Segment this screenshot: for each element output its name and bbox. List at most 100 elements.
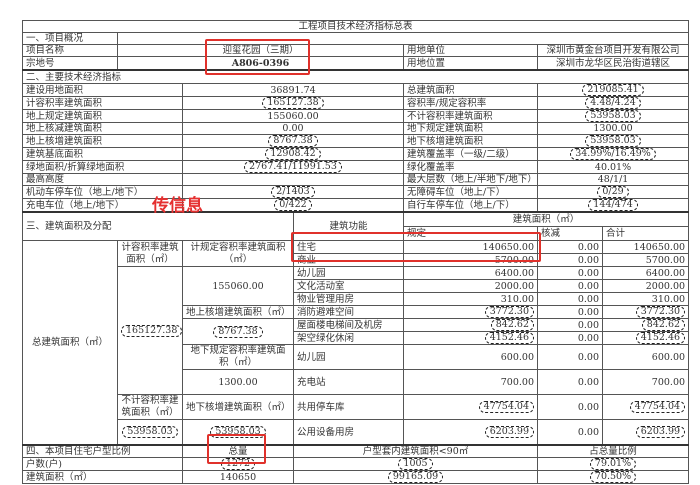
indicator-value: 8767.38 xyxy=(182,134,404,148)
cloud-markup: 842.62 xyxy=(641,319,686,331)
total-area: 600.00 xyxy=(601,344,690,370)
section-4-heading: 四、本项目住宅户型比例 xyxy=(22,444,183,458)
indicator-label: 容积率/规定容积率 xyxy=(403,96,538,110)
indicator-label: 无障碍车位（地上/下） xyxy=(403,185,538,199)
indicator-value xyxy=(182,173,404,186)
cloud-markup: 53958.03 xyxy=(585,135,641,147)
indicator-label: 建筑基底面积 xyxy=(22,147,183,161)
indicator-label: 不计容积率建筑面积 xyxy=(403,109,538,123)
area-header: 建筑面积（㎡） xyxy=(402,211,690,227)
table-row: 项目名称 迎玺花园（三期） 用地单位 深圳市黄金台项目开发有限公司 xyxy=(22,44,690,57)
cloud-markup: 53958.03 xyxy=(122,426,178,438)
function-name: 住宅 xyxy=(293,240,404,254)
table-row: 宗地号 A806-0396 用地位置 深圳市龙华区民治街道辖区 xyxy=(22,56,690,71)
indicator-value: 4.48/4.24 xyxy=(536,96,690,110)
cloud-markup: 34.99%/16.49% xyxy=(570,148,656,160)
col-header-small-units: 户型套内建筑面积<90㎡ xyxy=(293,444,538,458)
function-name: 物业管理用房 xyxy=(293,292,404,306)
cloud-markup: 53958.03 xyxy=(585,110,641,122)
indicator-label: 绿地面积/折算绿地面积 xyxy=(22,160,183,174)
cloud-markup: 165127.38 xyxy=(121,324,182,337)
function-name: 公用设备用房 xyxy=(293,419,404,446)
indicator-table: 工程项目技术经济指标总表 一、项目概况 项目名称 迎玺花园（三期） 用地单位 深… xyxy=(21,20,690,484)
table-title: 工程项目技术经济指标总表 xyxy=(21,20,690,33)
cloud-markup: 12908.42 xyxy=(265,148,321,160)
section-1-heading: 一、项目概况 xyxy=(22,32,118,45)
cloud-markup: 3772.30 xyxy=(635,306,686,318)
cloud-markup: 842.62 xyxy=(490,319,534,331)
function-name: 充电站 xyxy=(293,369,404,395)
table-row: 三、建筑面积及分配建筑功能建筑面积（㎡） xyxy=(22,211,690,241)
regulated-area: 600.00 xyxy=(403,344,538,370)
total-area: 842.62 xyxy=(601,318,690,332)
col-header-regulated: 规定 xyxy=(403,226,538,241)
indicator-value: 144/474 xyxy=(536,198,690,213)
cloud-markup: 8767.38 xyxy=(213,325,263,338)
col-header-reduced: 核减 xyxy=(537,226,603,241)
table-row: 计容积率建筑面积 165127.38 容积率/规定容积率 4.48/4.24 xyxy=(22,96,690,110)
below-regulated-header: 地下规定容积率建筑面积（㎡） xyxy=(182,344,294,370)
regulated-area: 700.00 xyxy=(403,369,538,395)
cloud-markup: 0/422 xyxy=(274,199,312,211)
function-header: 建筑功能 xyxy=(293,211,404,241)
indicator-value: 53958.03 xyxy=(536,109,690,123)
indicator-value: 155060.00 xyxy=(182,109,404,123)
indicator-value: 0/29 xyxy=(536,185,690,199)
indicator-label: 机动车停车位（地上/地下） xyxy=(22,185,183,199)
indicator-value: 2767.41/11991.53 xyxy=(182,160,404,174)
indicator-label: 绿化覆盖率 xyxy=(403,160,538,174)
ratio-total: 1272 xyxy=(182,457,294,471)
cloud-markup: 3772.30 xyxy=(484,306,534,318)
regulated-area: 47754.04 xyxy=(403,394,538,420)
indicator-label: 建设用地面积 xyxy=(22,83,183,97)
indicator-label: 地下规定建筑面积 xyxy=(403,122,538,135)
total-area: 700.00 xyxy=(601,369,690,395)
function-name: 幼儿园 xyxy=(293,266,404,280)
reduced-area: 0.00 xyxy=(537,344,603,370)
cloud-markup: 4152.46 xyxy=(635,332,686,344)
indicator-value: 1300.00 xyxy=(536,122,690,135)
far-area-header: 计容积率建筑面积（㎡） xyxy=(117,240,183,267)
land-user: 深圳市黄金台项目开发有限公司 xyxy=(536,44,690,57)
indicator-label: 总建筑面积 xyxy=(403,83,538,97)
cloud-markup: 165127.38 xyxy=(262,97,324,109)
cloud-markup: 70.50% xyxy=(589,471,637,483)
function-name: 文化活动室 xyxy=(293,279,404,293)
indicator-label: 自行车停车位（地上/下） xyxy=(403,198,538,213)
indicator-value: 2/1403 xyxy=(182,185,404,199)
ratio-label: 建筑面积（㎡） xyxy=(22,470,183,484)
indicator-value: 40.01% xyxy=(536,160,690,174)
total-area: 47754.04 xyxy=(601,394,690,420)
total-area: 5700.00 xyxy=(601,253,690,267)
indicator-value: 0.00 xyxy=(182,122,404,135)
ratio-percent: 70.50% xyxy=(536,470,690,484)
non-far-header: 不计容积率建筑面积（㎡） xyxy=(117,394,183,420)
reduced-area: 0.00 xyxy=(537,240,603,254)
indicator-label: 计容积率建筑面积 xyxy=(22,96,183,110)
function-name: 幼儿园 xyxy=(293,344,404,370)
indicator-value: 0/422 xyxy=(182,198,404,213)
function-name: 消防避难空间 xyxy=(293,305,404,319)
label: 宗地号 xyxy=(22,56,118,71)
indicator-value: 53958.03 xyxy=(536,134,690,148)
cloud-markup: 6203.99 xyxy=(484,426,534,438)
label: 用地单位 xyxy=(403,44,538,57)
regulated-area: 310.00 xyxy=(403,292,538,306)
cloud-markup: 4.48/4.24 xyxy=(585,97,641,109)
above-increase-value: 8767.38 xyxy=(182,318,294,345)
cloud-markup: 219085.41 xyxy=(582,84,644,96)
far-regulated-value: 155060.00 xyxy=(182,266,294,306)
total-area: 3772.30 xyxy=(601,305,690,319)
reduced-area: 0.00 xyxy=(537,318,603,332)
regulated-area: 2000.00 xyxy=(403,279,538,293)
reduced-area: 0.00 xyxy=(537,369,603,395)
